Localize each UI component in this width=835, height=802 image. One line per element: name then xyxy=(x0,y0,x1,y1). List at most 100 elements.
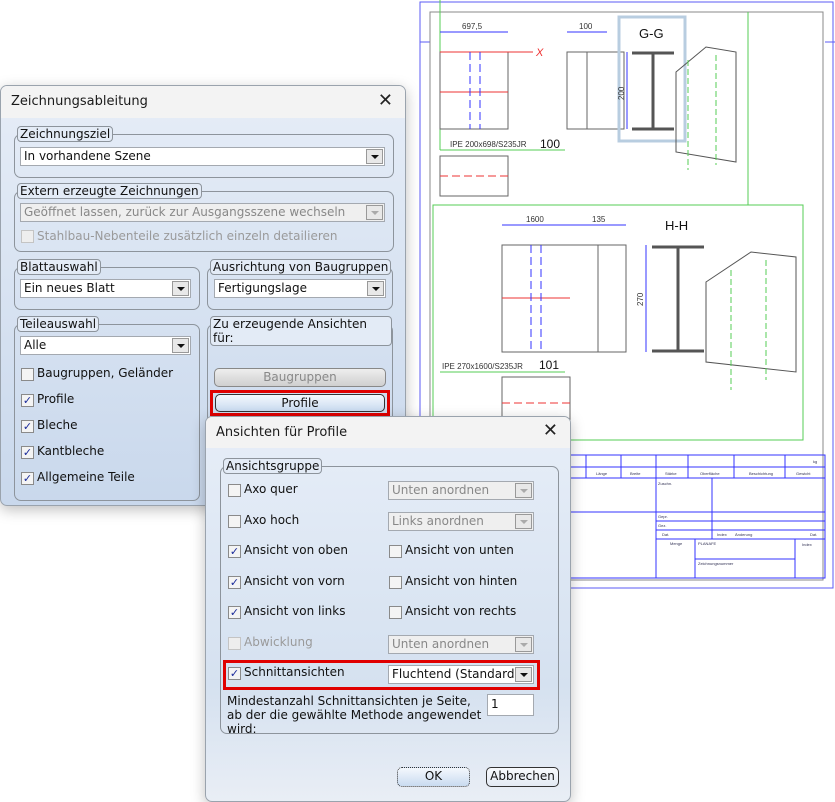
ansichten-fuer-profile-dialog: Ansichten für Profile ✕ Ansichtsgruppe A… xyxy=(205,416,571,802)
zeichnungsziel-select[interactable]: In vorhandene Szene xyxy=(20,147,385,166)
part-label-2: IPE 270x1600/S235JR xyxy=(442,362,523,371)
group-label: Ausrichtung von Baugruppen xyxy=(210,259,392,275)
checkbox-label: Kantbleche xyxy=(37,444,105,458)
select-value: Fertigungslage xyxy=(218,281,307,295)
chevron-down-icon xyxy=(172,281,189,296)
baugruppen-button[interactable]: Baugruppen xyxy=(214,368,386,387)
cancel-button[interactable]: Abbrechen xyxy=(486,767,559,787)
close-icon[interactable]: ✕ xyxy=(377,90,393,111)
tb-kg: kg xyxy=(813,459,817,464)
dim-1600: 1600 xyxy=(526,215,544,224)
profile-button[interactable]: Profile xyxy=(215,394,385,412)
ansicht-oben-checkbox[interactable]: ✓ xyxy=(228,545,241,558)
ansicht-hinten-checkbox[interactable] xyxy=(389,576,402,589)
part-number-2: 101 xyxy=(539,358,559,372)
group-teileauswahl: Teileauswahl Alle Baugruppen, Geländer ✓… xyxy=(14,316,200,501)
ansicht-unten-checkbox[interactable] xyxy=(389,545,402,558)
ok-button[interactable]: OK xyxy=(397,767,470,787)
select-value: Geöffnet lassen, zurück zur Ausgangsszen… xyxy=(24,205,346,219)
ansicht-links-checkbox[interactable]: ✓ xyxy=(228,606,241,619)
schnittansichten-select[interactable]: Fluchtend (Standard) xyxy=(388,665,534,684)
tb-header: Beschichtung xyxy=(749,471,773,476)
ausrichtung-select[interactable]: Fertigungslage xyxy=(214,279,386,298)
tb-zuschnitt: Zuschn. xyxy=(658,481,672,486)
chevron-down-icon xyxy=(367,281,384,296)
chevron-down-icon xyxy=(172,338,189,353)
checkbox-label: Ansicht von unten xyxy=(405,543,514,557)
abwicklung-select[interactable]: Unten anordnen xyxy=(388,635,534,654)
axo-quer-checkbox[interactable] xyxy=(228,484,241,497)
tb-gez: Gez. xyxy=(658,523,666,528)
axo-hoch-select[interactable]: Links anordnen xyxy=(388,512,534,531)
dialog-title: Ansichten für Profile xyxy=(216,425,348,440)
group-label: Blattauswahl xyxy=(17,259,101,275)
chevron-down-icon xyxy=(515,637,532,652)
tb-gepr: Gepr. xyxy=(658,514,668,519)
stahlbau-checkbox[interactable] xyxy=(21,230,34,243)
ansicht-rechts-checkbox[interactable] xyxy=(389,606,402,619)
group-ansichtsgruppe: Ansichtsgruppe Axo quer Unten anordnen A… xyxy=(220,458,559,736)
tb-index: Index xyxy=(717,532,727,537)
select-value: Links anordnen xyxy=(392,514,484,528)
schnittansichten-checkbox[interactable]: ✓ xyxy=(228,667,241,680)
close-icon[interactable]: ✕ xyxy=(542,420,558,441)
section-label-h: H-H xyxy=(665,218,688,233)
kantbleche-checkbox[interactable]: ✓ xyxy=(21,446,34,459)
title-bar: Ansichten für Profile ✕ xyxy=(206,417,570,448)
checkbox-label: Ansicht von vorn xyxy=(244,574,345,588)
checkbox-label: Ansicht von hinten xyxy=(405,574,518,588)
tb-zeichnungsnummer: Zeichnungsnummer xyxy=(698,561,734,566)
checkbox-label: Profile xyxy=(37,392,75,406)
group-zeichnungsziel: Zeichnungsziel In vorhandene Szene xyxy=(14,126,394,178)
tb-header: Gewicht xyxy=(796,471,811,476)
bleche-checkbox[interactable]: ✓ xyxy=(21,420,34,433)
chevron-down-icon xyxy=(366,149,383,164)
checkbox-label: Axo quer xyxy=(244,482,298,496)
baugruppen-checkbox[interactable] xyxy=(21,368,34,381)
tb-index2: Index xyxy=(802,542,812,547)
checkbox-label: Schnittansichten xyxy=(244,665,345,679)
zeichnungsableitung-dialog: Zeichnungsableitung ✕ Zeichnungsziel In … xyxy=(0,85,406,506)
teileauswahl-select[interactable]: Alle xyxy=(20,336,191,355)
dim-135: 135 xyxy=(592,215,606,224)
dialog-title: Zeichnungsableitung xyxy=(11,94,148,109)
allgemeine-teile-checkbox[interactable]: ✓ xyxy=(21,472,34,485)
checkbox-label: Ansicht von oben xyxy=(244,543,348,557)
extern-select[interactable]: Geöffnet lassen, zurück zur Ausgangsszen… xyxy=(20,203,385,222)
group-zu-erzeugende-ansichten: Zu erzeugende Ansichten für: Baugruppen … xyxy=(207,316,393,501)
select-value: In vorhandene Szene xyxy=(24,149,151,163)
profile-checkbox[interactable]: ✓ xyxy=(21,394,34,407)
tb-menge: Menge xyxy=(670,541,683,546)
group-ausrichtung: Ausrichtung von Baugruppen Fertigungslag… xyxy=(207,259,393,310)
checkbox-label: Ansicht von rechts xyxy=(405,604,517,618)
select-value: Alle xyxy=(24,338,47,352)
select-value: Fluchtend (Standard) xyxy=(392,667,520,681)
group-blattauswahl: Blattauswahl Ein neues Blatt xyxy=(14,259,200,310)
group-label: Zeichnungsziel xyxy=(17,126,114,142)
highlight-box xyxy=(223,660,540,690)
checkbox-label: Allgemeine Teile xyxy=(37,470,135,484)
axo-quer-select[interactable]: Unten anordnen xyxy=(388,481,534,500)
stahlbau-label: Stahlbau-Nebenteile zusätzlich einzeln d… xyxy=(37,229,338,243)
abwicklung-checkbox[interactable] xyxy=(228,637,241,650)
part-number-1: 100 xyxy=(540,137,560,151)
tb-header: Länge xyxy=(596,471,608,476)
mindestanzahl-input[interactable]: 1 xyxy=(487,694,534,716)
mindestanzahl-label: Mindestanzahl Schnittansichten je Seite,… xyxy=(227,694,482,736)
axo-hoch-checkbox[interactable] xyxy=(228,515,241,528)
tb-dat: Dat. xyxy=(662,532,669,537)
blattauswahl-select[interactable]: Ein neues Blatt xyxy=(20,279,191,298)
checkbox-label: Axo hoch xyxy=(244,513,300,527)
select-value: Unten anordnen xyxy=(392,637,490,651)
title-bar: Zeichnungsableitung ✕ xyxy=(1,86,405,118)
select-value: Ein neues Blatt xyxy=(24,281,115,295)
tb-aenderung: Änderung xyxy=(735,532,752,537)
chevron-down-icon xyxy=(515,483,532,498)
checkbox-label: Abwicklung xyxy=(244,635,313,649)
tb-header: Oberfläche xyxy=(700,471,720,476)
dim-200: 200 xyxy=(617,86,626,100)
ansicht-vorn-checkbox[interactable]: ✓ xyxy=(228,576,241,589)
group-label: Extern erzeugte Zeichnungen xyxy=(17,183,202,199)
checkbox-label: Ansicht von links xyxy=(244,604,346,618)
